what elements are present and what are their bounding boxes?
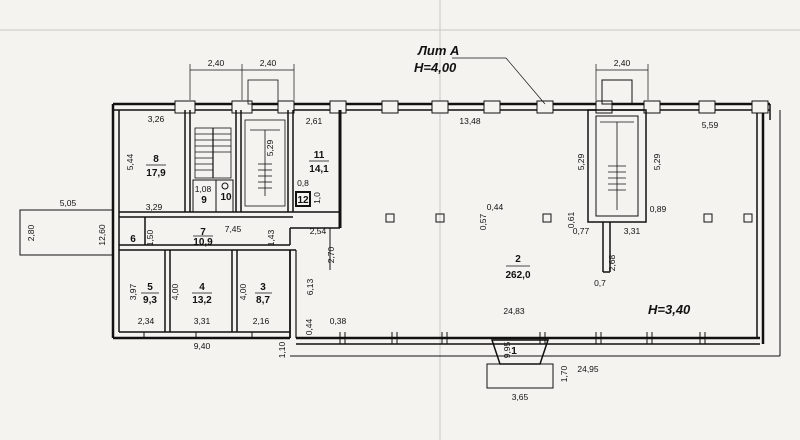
dimension-label: 3,97 bbox=[128, 283, 138, 300]
dimension-label: 24,95 bbox=[577, 364, 599, 374]
room-8-number: 8 bbox=[153, 154, 159, 165]
dimension-label: 3,29 bbox=[146, 202, 163, 212]
hall-columns bbox=[385, 213, 753, 223]
dimension-label: 2,80 bbox=[26, 224, 36, 241]
dimension-label: 1,50 bbox=[145, 229, 155, 246]
dimension-label: 5,59 bbox=[702, 120, 719, 130]
dimension-label: 0,61 bbox=[566, 211, 576, 228]
room-5-number: 5 bbox=[147, 282, 153, 293]
room-11-number: 11 bbox=[314, 150, 325, 161]
room-4-number: 4 bbox=[199, 282, 205, 293]
dimension-label: 5,29 bbox=[265, 139, 275, 156]
dimension-label: 0,77 bbox=[573, 226, 590, 236]
height-hall-label: H=3,40 bbox=[648, 302, 691, 317]
room-2-area: 262,0 bbox=[505, 270, 530, 281]
dimension-label: 12,60 bbox=[97, 224, 107, 246]
dimension-label: 13,48 bbox=[459, 116, 481, 126]
south-windows bbox=[143, 332, 706, 344]
interior-walls bbox=[119, 110, 342, 332]
dimension-labels: 2,40 2,40 2,40 13,48 5,59 3,26 2,61 5,44 5,29 5,2… bbox=[26, 58, 719, 402]
dimension-label: 2,16 bbox=[253, 316, 270, 326]
dimension-label: 1,08 bbox=[195, 184, 212, 194]
room-7-number: 7 bbox=[200, 227, 206, 238]
dimension-lines bbox=[189, 57, 649, 105]
room-7-area: 10,9 bbox=[193, 237, 213, 248]
dimension-label: 5,44 bbox=[125, 153, 135, 170]
liter-label: Лит А bbox=[417, 43, 459, 58]
dimension-label: 2,68 bbox=[607, 254, 617, 271]
dimension-label: 3,26 bbox=[148, 114, 165, 124]
dimension-label: 1,10 bbox=[277, 341, 287, 358]
header-labels: Лит А H=4,00 H=3,40 bbox=[414, 43, 691, 317]
room-3-number: 3 bbox=[260, 282, 266, 293]
middle-stair-well bbox=[244, 79, 286, 207]
dimension-label: 0,7 bbox=[594, 278, 606, 288]
dimension-label: 3,31 bbox=[194, 316, 211, 326]
dimension-label: 4,00 bbox=[170, 283, 180, 300]
dimension-label: 0,89 bbox=[650, 204, 667, 214]
dimension-label: 24,83 bbox=[503, 306, 525, 316]
north-windows bbox=[174, 100, 769, 114]
height-main-label: H=4,00 bbox=[414, 60, 457, 75]
room-2-number: 2 bbox=[515, 254, 521, 265]
dimension-label: 3,31 bbox=[624, 226, 641, 236]
dimension-label: 5,05 bbox=[60, 198, 77, 208]
dimension-label: 7,45 bbox=[225, 224, 242, 234]
right-staircase bbox=[587, 79, 647, 273]
dimension-label: 2,70 bbox=[326, 246, 336, 263]
dimension-label: 2,34 bbox=[138, 316, 155, 326]
dimension-label: 0,8 bbox=[297, 178, 309, 188]
dimension-label: 4,00 bbox=[238, 283, 248, 300]
room-10-number: 10 bbox=[220, 192, 232, 203]
left-staircase bbox=[194, 127, 232, 179]
dimension-label: 2,40 bbox=[208, 58, 225, 68]
dimension-label: 5,29 bbox=[652, 153, 662, 170]
room-11-area: 14,1 bbox=[309, 164, 329, 175]
dimension-label: 3,65 bbox=[512, 392, 529, 402]
dimension-label: 0,57 bbox=[478, 213, 488, 230]
room-12-box bbox=[295, 191, 311, 207]
west-annex bbox=[19, 209, 114, 256]
dimension-label: 1,70 bbox=[559, 365, 569, 382]
dimension-label: 9,40 bbox=[194, 341, 211, 351]
dimension-label: 1,43 bbox=[266, 229, 276, 246]
dimension-label: 6,13 bbox=[305, 278, 315, 295]
room-labels: 2 262,0 1 3 8,7 4 13,2 5 9,3 6 7 10,9 8 … bbox=[130, 150, 531, 357]
room-6-number: 6 bbox=[130, 234, 136, 245]
dimension-label: 2,40 bbox=[260, 58, 277, 68]
room-12-number: 12 bbox=[297, 195, 309, 206]
dimension-label: 0,44 bbox=[304, 318, 314, 335]
dimension-label: 0,44 bbox=[487, 202, 504, 212]
room-8-area: 17,9 bbox=[146, 168, 166, 179]
dimension-label: 9,95 bbox=[502, 341, 512, 358]
room-1-number: 1 bbox=[511, 346, 517, 357]
room-9-number: 9 bbox=[201, 195, 207, 206]
room-3-area: 8,7 bbox=[256, 295, 270, 306]
dimension-label: 5,29 bbox=[576, 153, 586, 170]
dimension-label: 2,40 bbox=[614, 58, 631, 68]
dimension-label: 2,54 bbox=[310, 226, 327, 236]
south-porch bbox=[486, 339, 554, 389]
dimension-label: 2,61 bbox=[306, 116, 323, 126]
dimension-label: 0,38 bbox=[330, 316, 347, 326]
room-5-area: 9,3 bbox=[143, 295, 157, 306]
dimension-label: 1,0 bbox=[312, 192, 322, 204]
room-4-area: 13,2 bbox=[192, 295, 212, 306]
small-rooms-9-10 bbox=[192, 179, 234, 213]
